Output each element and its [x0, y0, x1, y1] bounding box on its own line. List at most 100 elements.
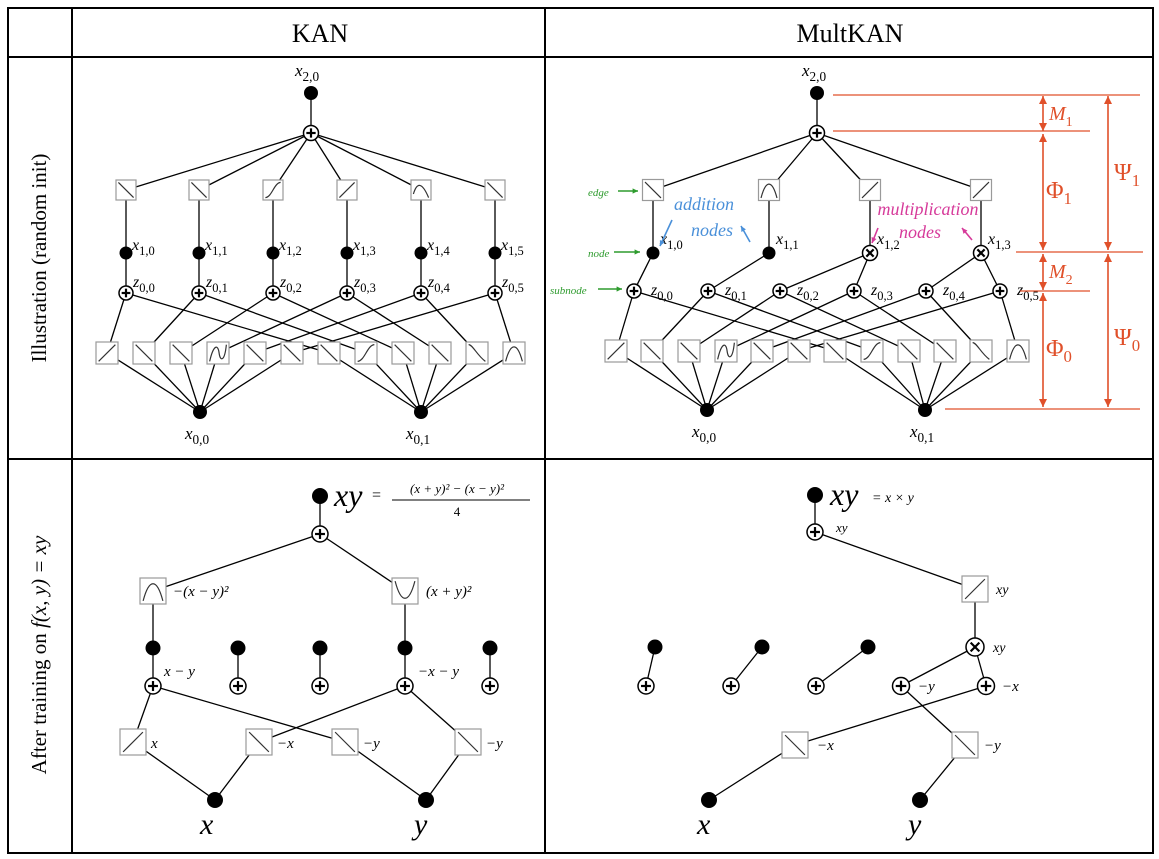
kan-act1-5	[484, 179, 506, 201]
activation-curve	[283, 344, 301, 362]
activation-curve	[320, 344, 338, 362]
activation-curve	[1009, 344, 1027, 360]
mult-act0-4	[750, 339, 774, 363]
edge-line	[125, 132, 312, 191]
mult-subnode-0	[626, 283, 642, 299]
activation-frame	[502, 341, 526, 365]
kan-subnode-label-5: z0,5	[501, 274, 524, 295]
label-main: z	[650, 282, 658, 299]
kan-subnode-2	[265, 285, 281, 301]
label-sub: 1	[1064, 189, 1072, 208]
label-main: Φ	[1046, 178, 1064, 204]
edge-line	[708, 744, 796, 801]
mb-input-node-y	[912, 792, 928, 808]
label-main: x	[987, 231, 995, 248]
edge-line	[853, 290, 946, 352]
arrow-head	[871, 237, 877, 243]
edge-arrow	[618, 188, 638, 194]
annot-edge: edge	[588, 187, 609, 199]
bracket-head-top	[1039, 134, 1047, 142]
edge-line	[152, 685, 346, 743]
kb-output-node	[312, 488, 328, 504]
kb-formula-eq: =	[372, 487, 381, 504]
kan-subnode-3	[339, 285, 355, 301]
mb-subnode-0	[637, 677, 655, 695]
label-sub: 1,5	[508, 244, 524, 258]
bracket-head-bottom	[1104, 399, 1112, 407]
arrow-head	[741, 226, 746, 232]
mult-subnode-label-5: z0,5	[1016, 282, 1039, 303]
kb-in-act-0	[119, 728, 147, 756]
activation-curve	[172, 344, 190, 362]
activation-curve	[486, 181, 504, 199]
mb-subnode-2	[807, 677, 825, 695]
mult-subnode-4	[918, 283, 934, 299]
kb-hidden-node-3	[397, 640, 413, 656]
kb-subnode-0	[144, 677, 162, 695]
mb-output-add	[806, 523, 824, 541]
kb-in-act-2	[331, 728, 359, 756]
mb-in-act-0	[781, 731, 809, 759]
times-b	[969, 641, 981, 653]
label-main: M	[1048, 261, 1067, 283]
edge-line	[900, 646, 976, 687]
mb-formula: = x × y	[872, 491, 915, 506]
activation-curve	[790, 342, 808, 360]
mult-hidden-label-3: x1,3	[987, 231, 1011, 252]
kb-hidden-node-1	[230, 640, 246, 656]
label-main: x	[131, 237, 139, 254]
edge-line	[815, 646, 869, 687]
mult-act0-7	[860, 339, 884, 363]
kan-subnode-label-4: z0,4	[427, 274, 451, 295]
kb-sub-left: x − y	[163, 664, 195, 680]
edge-line	[152, 533, 321, 592]
kb-subnode-4	[481, 677, 499, 695]
kan-act1-1	[188, 179, 210, 201]
mb-input-node-x	[701, 792, 717, 808]
kb-act-right	[391, 577, 419, 605]
label-main: z	[132, 274, 140, 291]
label-sub: 0,2	[286, 281, 302, 295]
activation-curve	[457, 731, 479, 753]
kan-hidden-node-4	[414, 246, 428, 260]
annot-subnode: subnode	[550, 285, 587, 297]
row-label-illustration: Illustration (random init)	[27, 154, 51, 363]
activation-curve	[431, 344, 449, 362]
bracket-psi0	[1104, 254, 1112, 407]
bracket-head-top	[1039, 96, 1047, 104]
addition-arrow-right	[740, 225, 751, 243]
kan-hidden-label-5: x1,5	[500, 237, 524, 258]
kb-sub-right: −x − y	[418, 664, 459, 680]
mult-act0-5	[787, 339, 811, 363]
label-sub: 0	[1132, 336, 1140, 355]
header-kan: KAN	[292, 19, 349, 48]
bracket-m1	[1039, 96, 1047, 131]
mult-input-label-0: x0,0	[691, 422, 716, 445]
label-sub: 0,3	[877, 289, 893, 303]
mult-act1-1	[757, 178, 781, 202]
mult-act0-3	[714, 339, 738, 363]
label-main: x	[278, 237, 286, 254]
edge-line	[779, 290, 910, 352]
kb-in-edge-label-3: −y	[486, 736, 503, 752]
mult-act1-2	[858, 178, 882, 202]
edge-line	[199, 352, 293, 413]
kb-input-node-x	[207, 792, 223, 808]
label-sub: 0,1	[212, 281, 228, 295]
mult-act0-11	[1006, 339, 1030, 363]
activation-frame	[206, 341, 230, 365]
mult-act0-0	[604, 339, 628, 363]
label-main: z	[942, 282, 950, 299]
subnode-arrow	[598, 286, 622, 292]
mb-input-label-x: x	[696, 808, 711, 841]
label-sub: 0,5	[1023, 289, 1039, 303]
kb-subnode-1	[229, 677, 247, 695]
label-main: z	[205, 274, 213, 291]
edge-line	[420, 352, 515, 413]
activation-curve	[861, 181, 879, 199]
bracket-phi1	[1039, 134, 1047, 250]
label-main: z	[724, 282, 732, 299]
kan-input-label-1: x0,1	[405, 424, 430, 447]
label-m1: M1	[1048, 103, 1073, 130]
mult-act0-10	[969, 339, 993, 363]
